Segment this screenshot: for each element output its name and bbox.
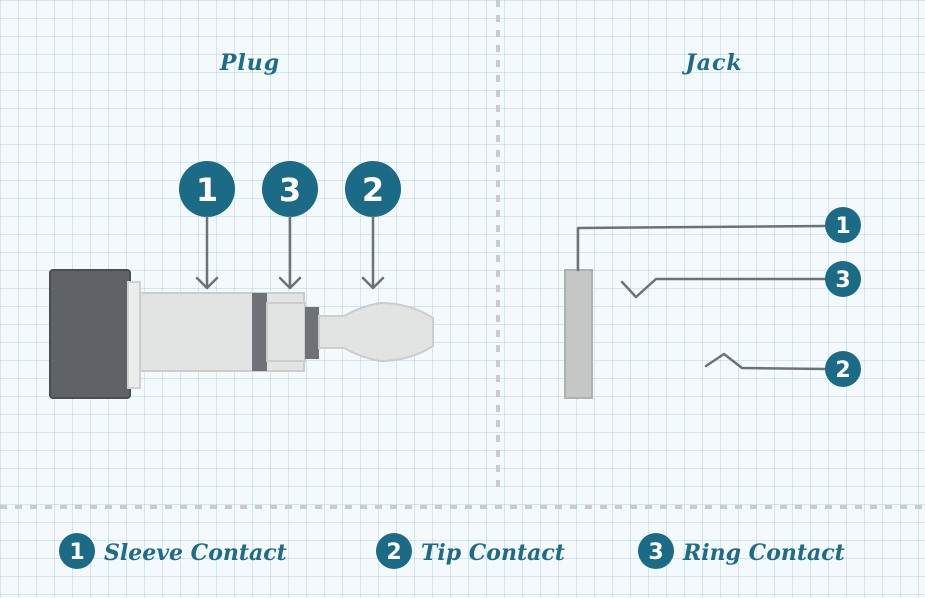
jack-marker-ring-number: 3 xyxy=(835,268,850,293)
plug-ring-section xyxy=(266,302,306,362)
jack-marker-sleeve-number: 1 xyxy=(835,214,850,239)
plug-title: Plug xyxy=(219,50,280,76)
plug-marker-tip-number: 2 xyxy=(362,171,384,209)
plug-marker-tip: 2 xyxy=(345,161,401,290)
plug-marker-ring: 3 xyxy=(262,161,318,290)
legend-ring-label: Ring Contact xyxy=(682,540,845,566)
plug-marker-tip-circle xyxy=(345,161,401,217)
jack-title: Jack xyxy=(681,50,742,76)
jack-sleeve-wire xyxy=(576,224,828,272)
jack-marker-ring: 3 xyxy=(825,261,861,297)
plug-arrow-tip xyxy=(361,215,385,290)
plug-marker-ring-circle xyxy=(262,161,318,217)
legend-item-sleeve: 1 Sleeve Contact xyxy=(59,533,287,569)
jack-marker-tip-circle xyxy=(825,351,861,387)
legend-ring-badge xyxy=(638,533,674,569)
jack-marker-sleeve-circle xyxy=(825,207,861,243)
jack-marker-tip: 2 xyxy=(825,351,861,387)
plug-arrow-sleeve xyxy=(195,215,219,290)
plug-insulator-band-2 xyxy=(305,307,319,359)
plug-insulator-band-1 xyxy=(252,293,267,371)
jack-sleeve-contact xyxy=(564,269,593,399)
legend-sleeve-label: Sleeve Contact xyxy=(104,540,287,566)
legend: 1 Sleeve Contact 2 Tip Contact 3 Ring Co… xyxy=(59,533,845,569)
legend-tip-badge xyxy=(376,533,412,569)
plug-illustration xyxy=(49,269,434,399)
plug-collar xyxy=(127,281,141,389)
plug-arrow-ring xyxy=(278,215,302,290)
jack-tip-wire xyxy=(704,352,828,371)
legend-ring-number: 3 xyxy=(648,540,663,565)
jack-ring-wire xyxy=(620,277,828,299)
plug-tip xyxy=(318,301,434,363)
plug-marker-ring-number: 3 xyxy=(279,171,301,209)
jack-marker-ring-circle xyxy=(825,261,861,297)
plug-handle xyxy=(49,269,131,399)
legend-tip-number: 2 xyxy=(386,540,401,565)
jack-marker-sleeve: 1 xyxy=(825,207,861,243)
legend-item-ring: 3 Ring Contact xyxy=(638,533,845,569)
plug-marker-sleeve-circle xyxy=(179,161,235,217)
jack-illustration xyxy=(564,224,828,399)
legend-item-tip: 2 Tip Contact xyxy=(376,533,565,569)
jack-marker-tip-number: 2 xyxy=(835,358,850,383)
legend-sleeve-badge xyxy=(59,533,95,569)
legend-tip-label: Tip Contact xyxy=(421,540,565,566)
plug-marker-sleeve: 1 xyxy=(179,161,235,290)
plug-marker-sleeve-number: 1 xyxy=(196,171,218,209)
legend-sleeve-number: 1 xyxy=(69,540,84,565)
